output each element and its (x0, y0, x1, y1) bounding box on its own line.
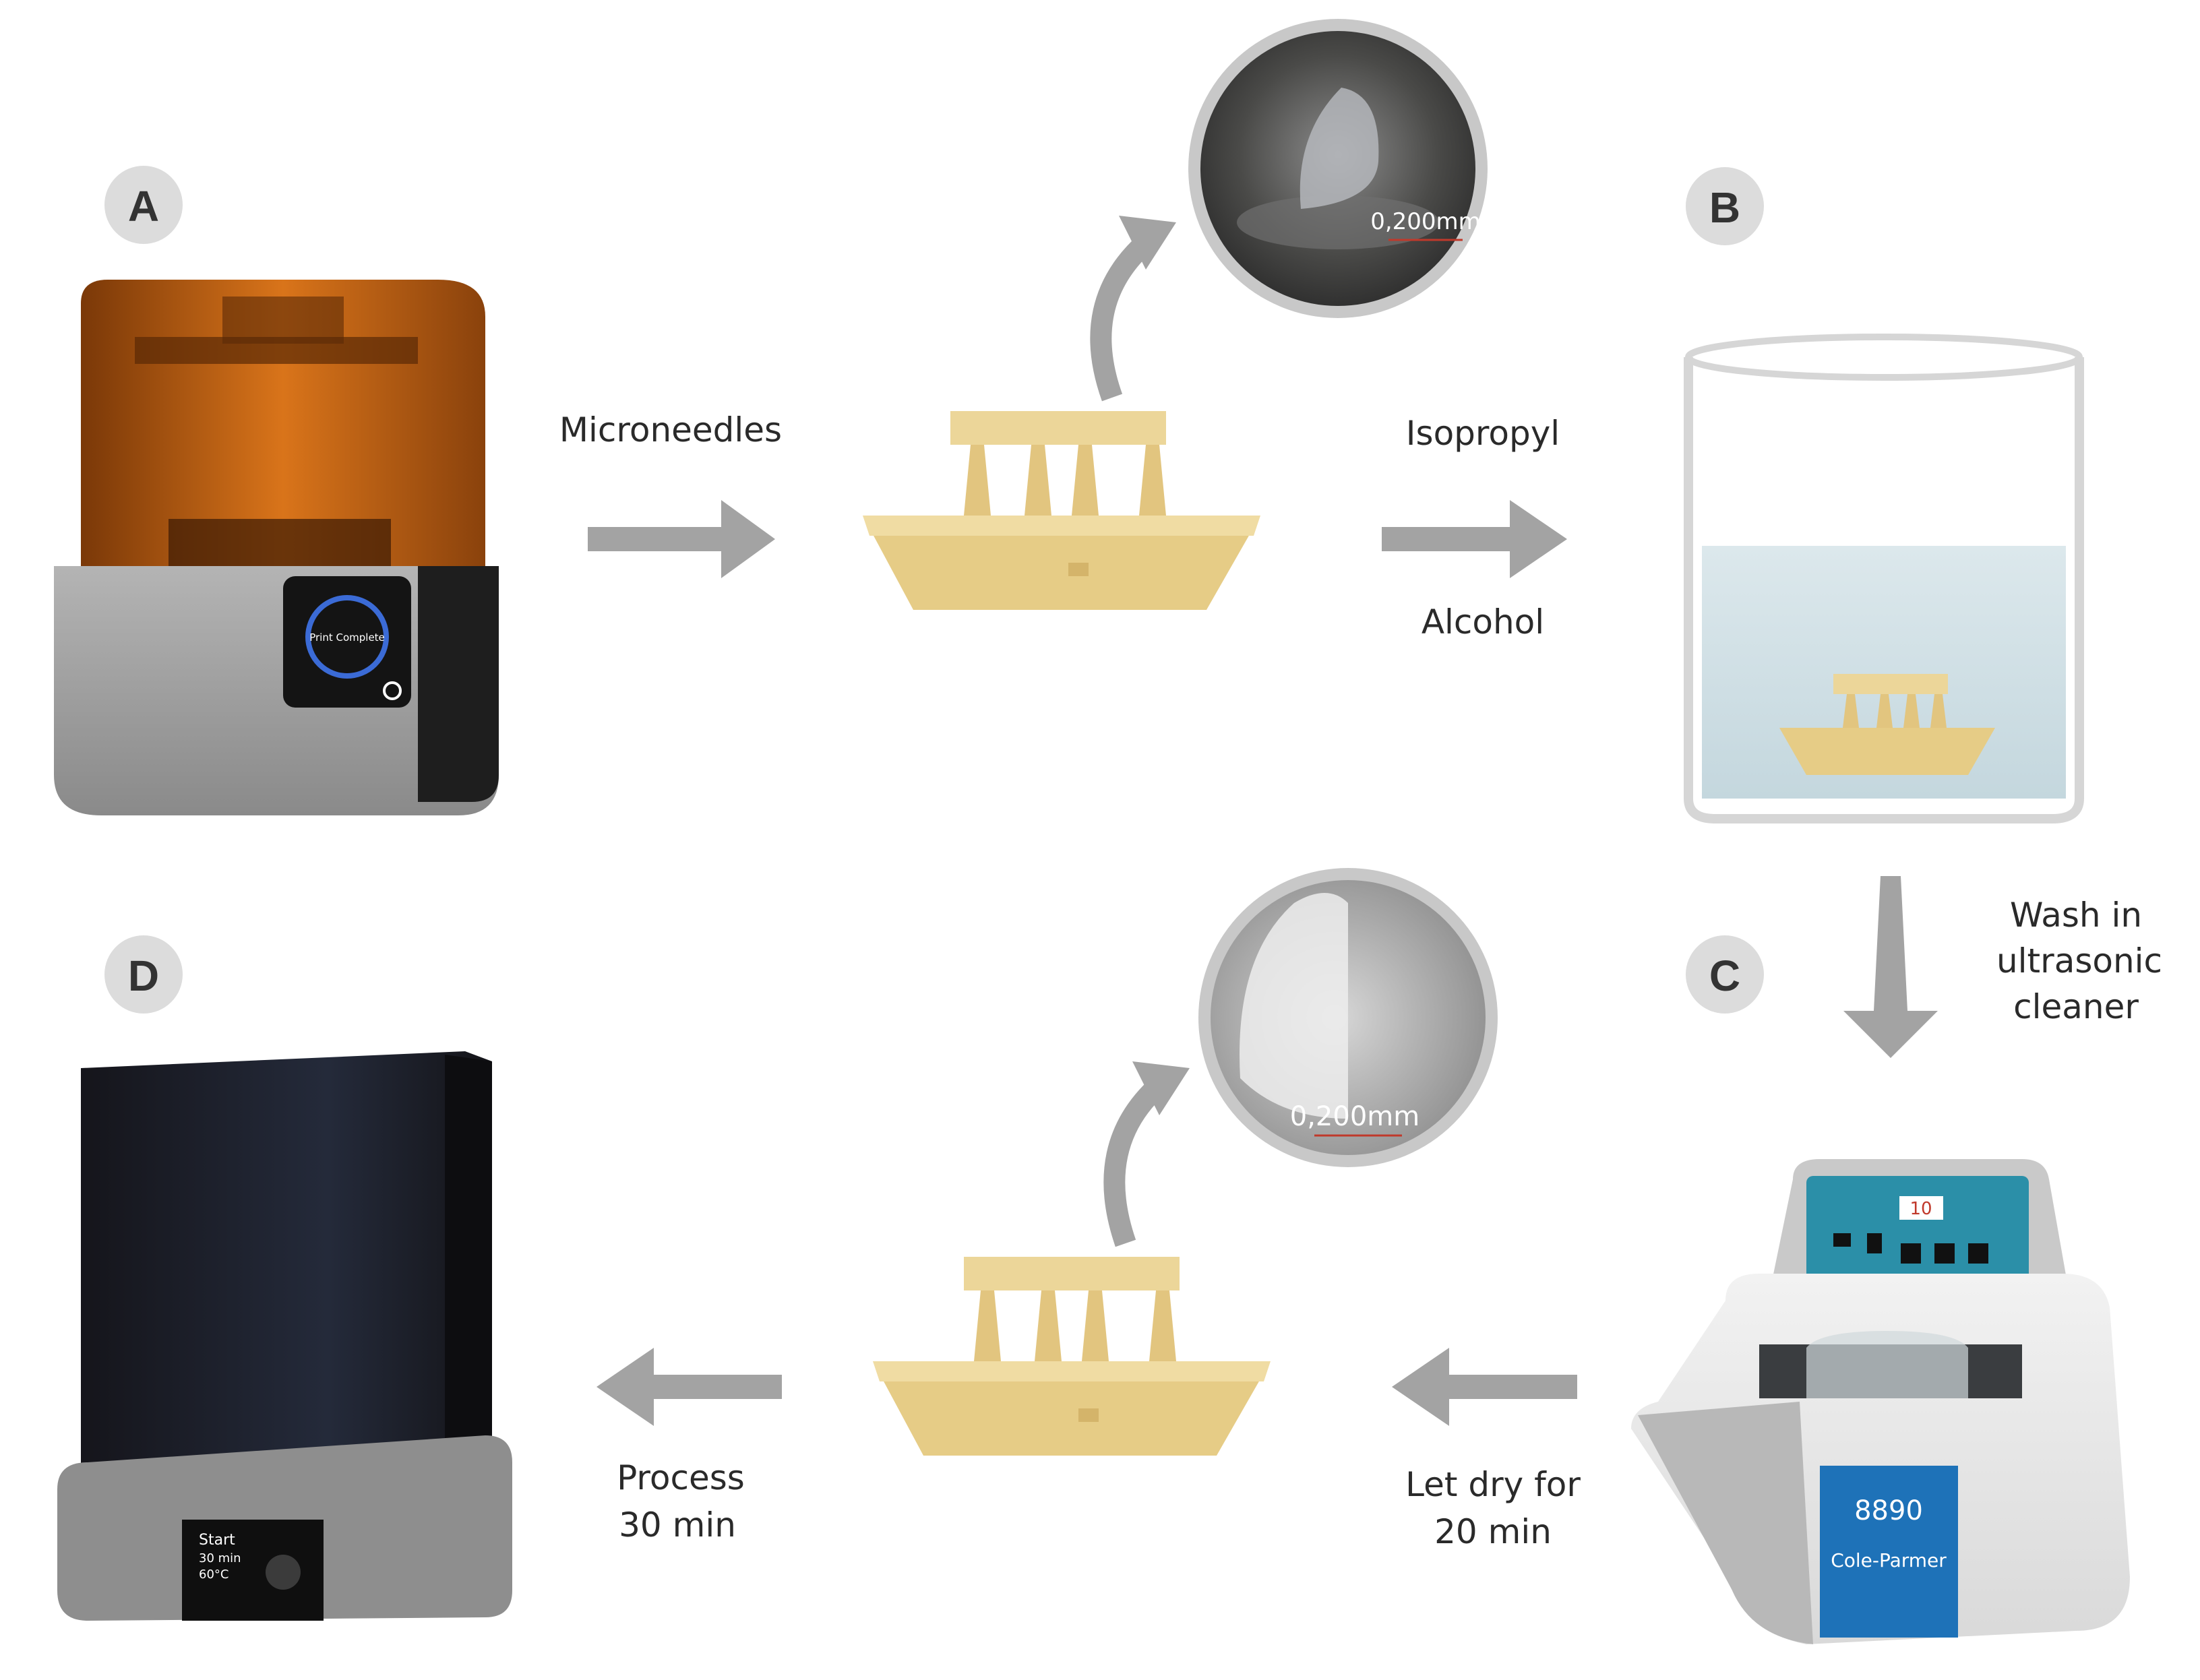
arrow-let-dry (1392, 1348, 1577, 1426)
microneedle (1025, 445, 1051, 516)
badge-c: C (1686, 935, 1764, 1014)
label-dry-2: 20 min (1434, 1512, 1552, 1551)
microneedle (1139, 445, 1166, 516)
badge-d: D (104, 935, 183, 1014)
cleaner-brand: Cole-Parmer (1831, 1549, 1947, 1572)
cleaner-model: 8890 (1854, 1495, 1923, 1526)
scale-label-top: 0,200mm (1370, 208, 1481, 235)
cure-temp-label: 60°C (199, 1567, 228, 1582)
ultrasonic-cleaner: 10 8890 Cole-Parmer (1631, 1159, 2130, 1644)
badge-a: A (104, 166, 183, 244)
microneedle-part-bottom (873, 1257, 1271, 1456)
microneedle-part-top (863, 411, 1260, 610)
badge-d-label: D (128, 952, 159, 1000)
cure-chamber-body (81, 1051, 492, 1483)
printer-touchscreen (283, 576, 411, 708)
cleaner-front-label (1820, 1466, 1958, 1638)
arrow-process (597, 1348, 782, 1426)
cleaner-button (1934, 1243, 1955, 1264)
microneedle (1072, 445, 1099, 516)
microscope-zoom-bottom: 0,200mm (1198, 868, 1498, 1167)
arrow-wash (1843, 876, 1938, 1058)
microneedle (1035, 1290, 1062, 1361)
label-process-2: 30 min (619, 1505, 736, 1545)
scale-label-bottom: 0,200mm (1290, 1101, 1419, 1132)
cure-chamber: Start 30 min 60°C (57, 1051, 512, 1621)
label-isopropyl: Isopropyl (1406, 414, 1560, 453)
label-wash-1: Wash in (2010, 896, 2142, 935)
badge-b-label: B (1709, 183, 1740, 232)
cleaner-display-value: 10 (1909, 1199, 1932, 1219)
cleaner-button (1901, 1243, 1921, 1264)
badge-b: B (1686, 167, 1764, 245)
microneedle (1149, 1290, 1176, 1361)
label-wash-3: cleaner (2013, 987, 2139, 1026)
cure-time-label: 30 min (199, 1551, 241, 1565)
cure-dial (266, 1555, 301, 1590)
cleaner-control-panel (1806, 1176, 2029, 1287)
badge-a-label: A (128, 182, 159, 230)
label-microneedles: Microneedles (559, 410, 782, 449)
microneedle (964, 445, 991, 516)
microscope-zoom-top: 0,200mm (1188, 19, 1488, 318)
cleaner-button (1968, 1243, 1988, 1264)
cleaner-display (1899, 1196, 1943, 1220)
arrow-isopropyl (1382, 500, 1567, 578)
label-dry-1: Let dry for (1405, 1465, 1581, 1504)
resin-printer: Print Complete (54, 280, 499, 815)
printer-screen-text: Print Complete (309, 631, 385, 644)
cure-start-label: Start (199, 1532, 235, 1549)
microneedle (1082, 1290, 1109, 1361)
badge-c-label: C (1709, 952, 1740, 1000)
beaker-isopropyl (1684, 334, 2084, 823)
curved-arrow-bottom (1103, 1077, 1167, 1247)
curved-arrow-top (1090, 235, 1153, 402)
label-wash-2: ultrasonic (1996, 941, 2162, 981)
microneedle (974, 1290, 1001, 1361)
arrow-microneedles (588, 500, 775, 578)
label-alcohol: Alcohol (1422, 602, 1544, 642)
printer-power-icon (383, 681, 402, 700)
label-process-1: Process (617, 1458, 745, 1497)
